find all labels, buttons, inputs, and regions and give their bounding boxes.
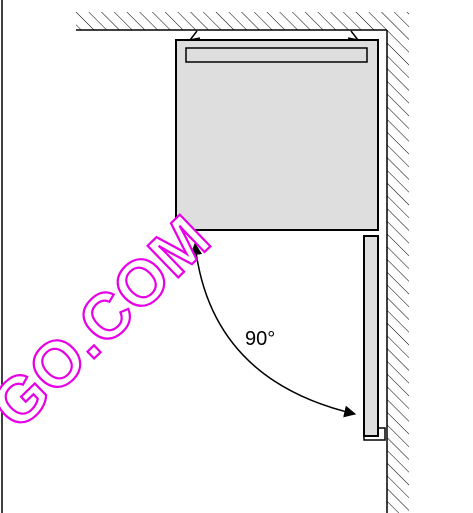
right-spacer-icon bbox=[347, 30, 359, 41]
opening-angle-arc bbox=[190, 242, 357, 418]
top-wall bbox=[76, 12, 387, 31]
angle-label: 90° bbox=[245, 328, 275, 350]
appliance-top-strip bbox=[185, 47, 368, 63]
appliance-body bbox=[175, 39, 379, 231]
right-wall bbox=[386, 12, 409, 513]
appliance-door bbox=[363, 235, 386, 441]
watermark: GO.COM bbox=[0, 201, 224, 442]
left-spacer-icon bbox=[189, 30, 201, 41]
